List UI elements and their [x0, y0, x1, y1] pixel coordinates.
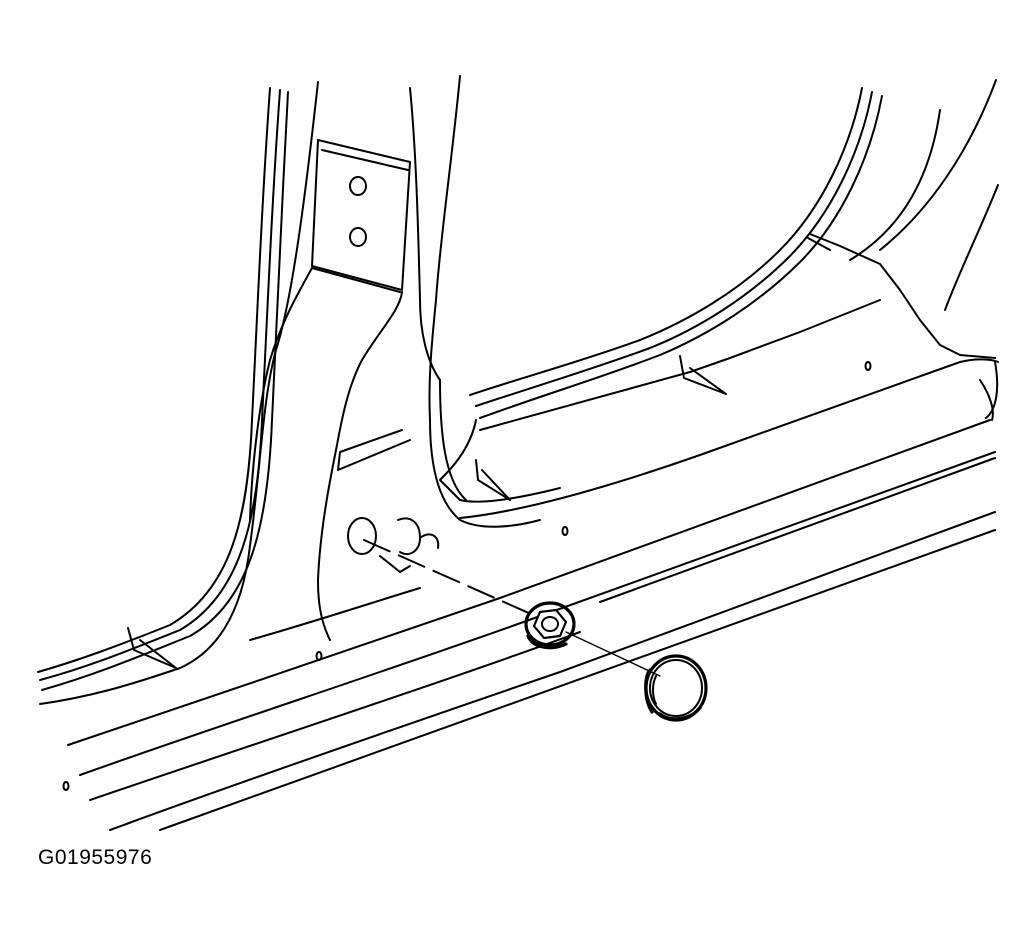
sill-dot-1 [62, 781, 70, 791]
alignment-line [363, 539, 541, 619]
rear-door-opening [439, 79, 999, 503]
weatherstrip-clips [127, 355, 727, 669]
mounting-holes [347, 517, 440, 573]
sill-dot-3 [561, 526, 569, 536]
rocker-panel [62, 358, 999, 831]
pillar-hole-lower [349, 227, 367, 247]
sill-dot-4 [864, 361, 872, 371]
plug-icon [644, 654, 708, 722]
sill-dot-2 [315, 651, 323, 661]
hex-nut-icon [524, 601, 576, 650]
b-pillar [249, 75, 541, 641]
front-door-opening [37, 81, 319, 705]
alignment-line-2 [565, 631, 661, 677]
figure-id-label: G01955976 [38, 846, 153, 869]
pillar-hole-upper [349, 176, 367, 196]
mount-hole [347, 517, 377, 555]
